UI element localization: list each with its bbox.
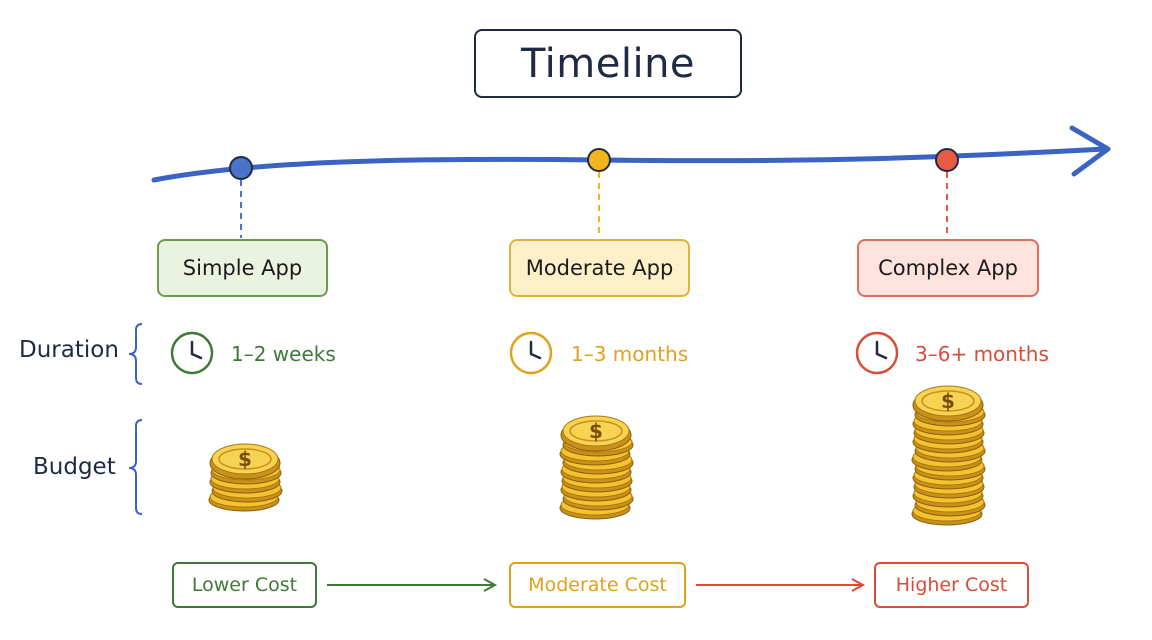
cost-label: Higher Cost bbox=[895, 574, 1008, 596]
cost-arrow-1 bbox=[327, 578, 498, 592]
coin-stack: $ bbox=[911, 385, 986, 526]
stage-label: Moderate App bbox=[525, 256, 674, 280]
budget-brace bbox=[128, 419, 143, 515]
timeline-node bbox=[229, 156, 253, 180]
stage-label: Simple App bbox=[182, 256, 303, 280]
clock-icon bbox=[170, 331, 214, 375]
duration-moderate: 1–3 months bbox=[571, 342, 689, 366]
stage-simple-app: Simple App bbox=[157, 239, 328, 297]
page-title: Timeline bbox=[520, 40, 696, 87]
coin-stack: $ bbox=[559, 415, 634, 520]
cost-label: Lower Cost bbox=[191, 574, 298, 596]
cost-label: Moderate Cost bbox=[528, 574, 667, 596]
dollar-sign: $ bbox=[238, 447, 252, 471]
duration-complex: 3–6+ months bbox=[915, 342, 1049, 366]
stage-complex-app: Complex App bbox=[857, 239, 1039, 297]
coin-stack: $ bbox=[208, 443, 283, 512]
duration-simple: 1–2 weeks bbox=[231, 342, 336, 366]
timeline-node bbox=[587, 148, 611, 172]
dollar-sign: $ bbox=[589, 419, 603, 443]
timeline-arrow-line bbox=[151, 146, 1108, 183]
budget-row-label: Budget bbox=[33, 454, 116, 480]
stage-moderate-app: Moderate App bbox=[509, 239, 690, 297]
title-box: Timeline bbox=[474, 29, 742, 98]
duration-brace bbox=[128, 323, 143, 385]
stage-label: Complex App bbox=[878, 256, 1018, 280]
timeline-arrowhead bbox=[1069, 125, 1111, 177]
dollar-sign: $ bbox=[941, 389, 955, 413]
cost-moderate: Moderate Cost bbox=[509, 562, 686, 608]
cost-higher: Higher Cost bbox=[874, 562, 1029, 608]
clock-icon bbox=[855, 331, 899, 375]
cost-lower: Lower Cost bbox=[172, 562, 317, 608]
cost-arrow-2 bbox=[696, 578, 866, 592]
duration-row-label: Duration bbox=[19, 337, 119, 363]
timeline-node bbox=[935, 148, 959, 172]
clock-icon bbox=[509, 331, 553, 375]
